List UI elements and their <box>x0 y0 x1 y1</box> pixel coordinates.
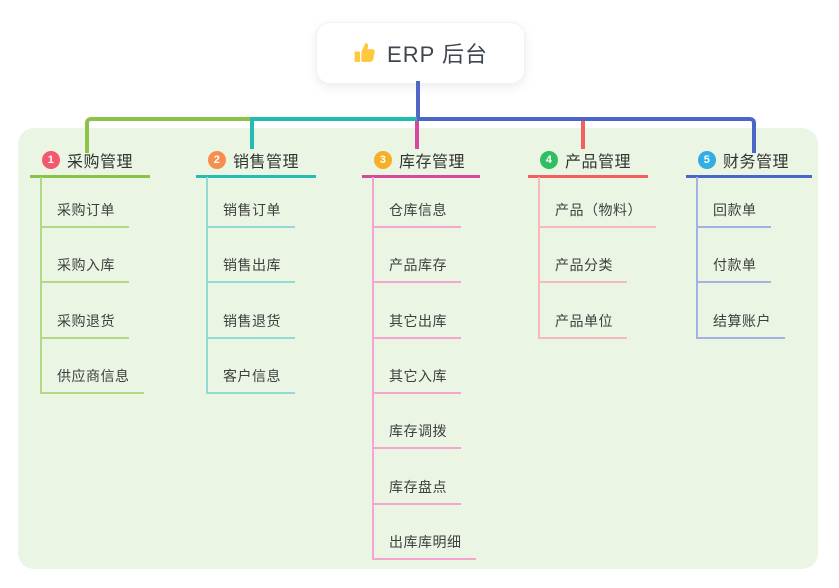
branch-badge-3: 3 <box>374 150 392 169</box>
child-node[interactable]: 客户信息 <box>206 368 295 394</box>
child-node[interactable]: 出库库明细 <box>372 534 476 560</box>
root-title: ERP 后台 <box>387 42 488 67</box>
child-node[interactable]: 其它出库 <box>372 313 461 339</box>
branch-heading-5[interactable]: 5 财务管理 <box>686 147 812 178</box>
branch-badge-2: 2 <box>208 150 226 169</box>
branch-badge-5: 5 <box>698 150 716 169</box>
root-node[interactable]: ERP 后台 <box>316 22 525 84</box>
child-node[interactable]: 其它入库 <box>372 368 461 394</box>
child-node[interactable]: 回款单 <box>696 202 771 228</box>
branch-label: 财务管理 <box>723 153 790 171</box>
child-node[interactable]: 仓库信息 <box>372 202 461 228</box>
branch-connector-2-drop <box>250 117 254 149</box>
branch-heading-4[interactable]: 4 产品管理 <box>528 147 648 178</box>
child-node[interactable]: 采购退货 <box>40 313 129 339</box>
child-node[interactable]: 采购订单 <box>40 202 129 228</box>
branch-connector-5 <box>417 117 756 153</box>
child-node[interactable]: 产品（物料） <box>538 202 656 228</box>
branch-tree-line-2 <box>206 177 208 394</box>
branch-tree-line-4 <box>538 177 540 339</box>
branch-heading-1[interactable]: 1 采购管理 <box>30 147 150 178</box>
child-node[interactable]: 采购入库 <box>40 257 129 283</box>
child-node[interactable]: 付款单 <box>696 257 771 283</box>
branch-tree-line-1 <box>40 177 42 394</box>
mindmap-panel <box>18 128 818 569</box>
branch-label: 产品管理 <box>565 153 632 171</box>
branch-connector-1 <box>85 117 258 153</box>
branch-label: 销售管理 <box>233 153 300 171</box>
child-node[interactable]: 结算账户 <box>696 313 785 339</box>
branch-label: 采购管理 <box>67 153 134 171</box>
branch-connector-4 <box>581 117 585 149</box>
branch-tree-line-3 <box>372 177 374 560</box>
child-node[interactable]: 产品库存 <box>372 257 461 283</box>
child-node[interactable]: 产品分类 <box>538 257 627 283</box>
branch-badge-1: 1 <box>42 150 60 169</box>
child-node[interactable]: 销售出库 <box>206 257 295 283</box>
root-connector <box>416 81 420 121</box>
branch-heading-2[interactable]: 2 销售管理 <box>196 147 316 178</box>
branch-connector-3 <box>415 117 419 149</box>
branch-heading-3[interactable]: 3 库存管理 <box>362 147 480 178</box>
branch-badge-4: 4 <box>540 150 558 169</box>
child-node[interactable]: 库存调拨 <box>372 423 461 449</box>
child-node[interactable]: 供应商信息 <box>40 368 144 394</box>
child-node[interactable]: 销售订单 <box>206 202 295 228</box>
child-node[interactable]: 库存盘点 <box>372 479 461 505</box>
branch-tree-line-5 <box>696 177 698 339</box>
child-node[interactable]: 销售退货 <box>206 313 295 339</box>
branch-label: 库存管理 <box>399 153 466 171</box>
child-node[interactable]: 产品单位 <box>538 313 627 339</box>
thumbs-up-icon <box>353 41 377 65</box>
branch-connector-2 <box>252 117 419 121</box>
